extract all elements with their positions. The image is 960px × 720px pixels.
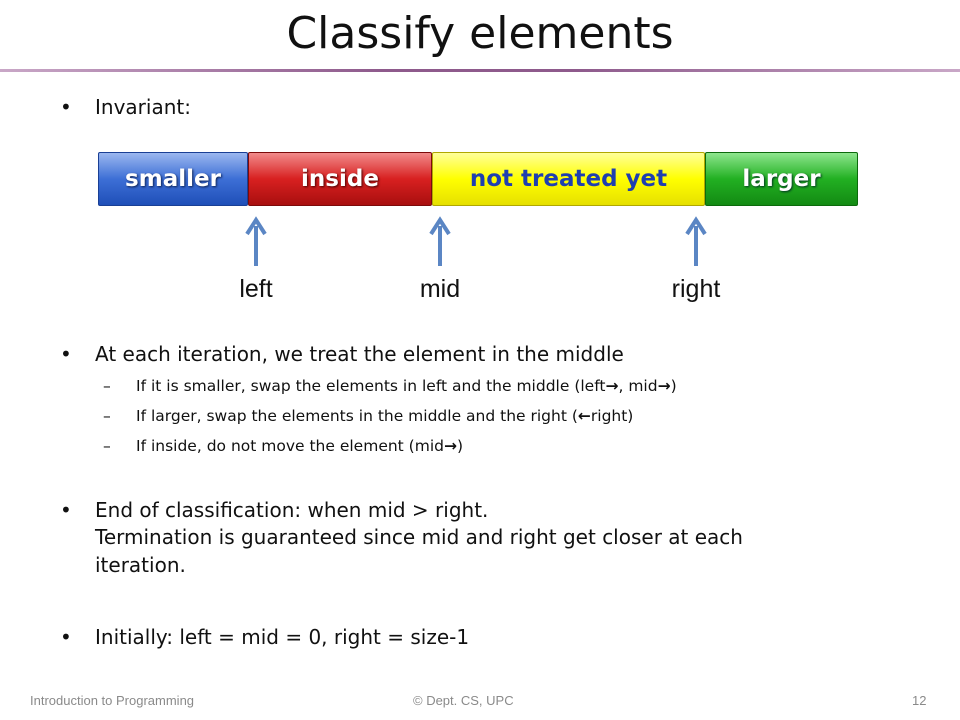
bullet-dot: • (60, 95, 72, 119)
segment-larger-label: larger (742, 166, 821, 192)
arrow-right-icon: → (605, 377, 619, 395)
title-rule (0, 69, 960, 72)
sub-inside-part-a: If inside, do not move the element (mid (136, 437, 444, 455)
mid-arrow-icon (429, 216, 451, 266)
right-arrow-icon (685, 216, 707, 266)
bullet-end-line2: Termination is guaranteed since mid and … (95, 525, 743, 549)
sub-inside-part-b: ) (456, 437, 464, 455)
segment-smaller: smaller (98, 152, 248, 206)
sub-dash: – (103, 437, 111, 455)
slide-title: Classify elements (286, 8, 674, 59)
bullet-initially-text: Initially: left = mid = 0, right = size-… (95, 625, 470, 649)
sub-smaller-part-a: If it is smaller, swap the elements in l… (136, 377, 606, 395)
bullet-dot: • (60, 342, 72, 366)
segment-larger: larger (705, 152, 858, 206)
bullet-end-line1: End of classification: when mid > right. (95, 498, 489, 522)
sub-larger-part-a: If larger, swap the elements in the midd… (136, 407, 578, 425)
bullet-iteration-text: At each iteration, we treat the element … (95, 342, 624, 366)
sub-larger-part-b: right) (590, 407, 634, 425)
bullet-invariant-text: Invariant: (95, 95, 191, 119)
left-arrow-icon (245, 216, 267, 266)
bullet-dot: • (60, 625, 72, 649)
sub-dash: – (103, 377, 111, 395)
segment-inside: inside (248, 152, 432, 206)
sub-bullet-inside-text: If inside, do not move the element (mid→… (136, 436, 463, 456)
arrow-left-icon: ← (577, 407, 591, 425)
bullet-end-line3: iteration. (95, 553, 186, 577)
pointer-label-left: left (239, 275, 273, 303)
bullet-dot: • (60, 498, 72, 522)
sub-smaller-part-b: , mid (618, 377, 658, 395)
footer-page-number: 12 (912, 693, 927, 708)
sub-bullet-larger-text: If larger, swap the elements in the midd… (136, 406, 633, 426)
footer-copyright: © Dept. CS, UPC (413, 693, 514, 708)
segment-not-treated-label: not treated yet (469, 166, 668, 192)
sub-dash: – (103, 407, 111, 425)
sub-bullet-smaller-text: If it is smaller, swap the elements in l… (136, 376, 677, 396)
pointer-label-mid: mid (419, 275, 461, 303)
segment-inside-label: inside (301, 166, 379, 192)
arrow-right-icon: → (443, 437, 457, 455)
pointer-label-right: right (671, 275, 721, 303)
footer-course: Introduction to Programming (30, 693, 195, 708)
arrow-right-icon: → (657, 377, 671, 395)
segment-not-treated: not treated yet (432, 152, 705, 206)
sub-smaller-part-c: ) (670, 377, 677, 395)
segment-smaller-label: smaller (125, 166, 221, 192)
